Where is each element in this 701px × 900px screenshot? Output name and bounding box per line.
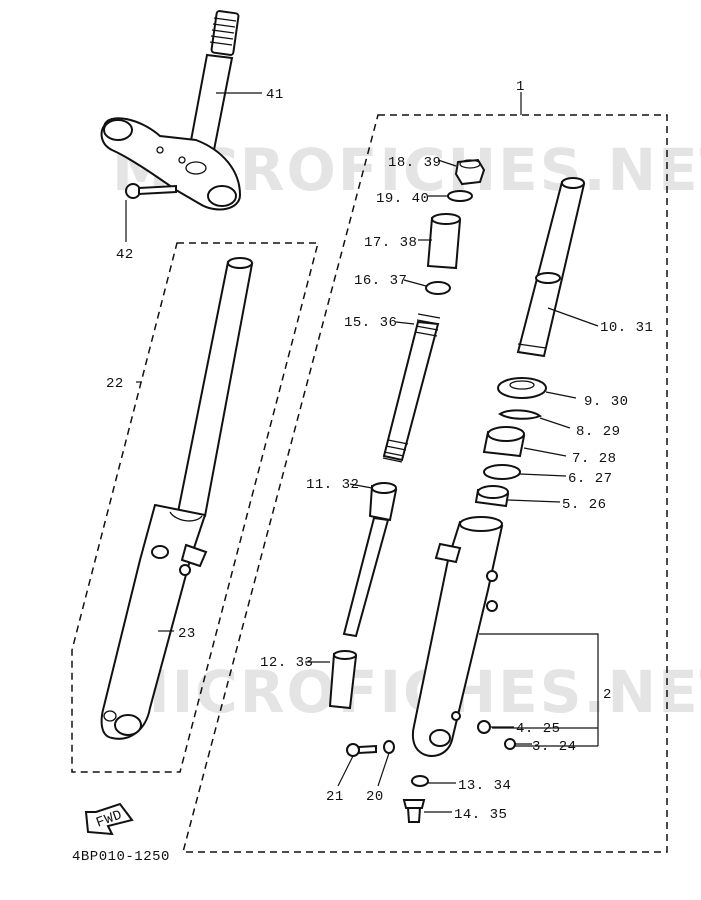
steering-stem — [100, 10, 242, 211]
callout-23: 23 — [178, 626, 196, 642]
part-15-spring — [382, 313, 441, 463]
callout-9: 9. 30 — [584, 394, 629, 410]
part-20-washer — [383, 740, 395, 754]
callout-15: 15. 36 — [344, 315, 397, 331]
callout-5: 5. 26 — [562, 497, 607, 513]
part-18-cap-bolt — [454, 158, 486, 186]
part-10-inner-tube — [516, 177, 586, 358]
callout-41: 41 — [266, 87, 284, 103]
callout-21: 21 — [326, 789, 344, 805]
callout-14: 14. 35 — [454, 807, 507, 823]
leader-lines — [125, 92, 599, 813]
part-9-dust-seal — [497, 377, 547, 399]
bracket-2 — [479, 633, 599, 747]
callout-4: 4. 25 — [516, 721, 561, 737]
part-19-o-ring — [447, 190, 473, 202]
callout-16: 16. 37 — [354, 273, 407, 289]
callout-1: 1 — [516, 79, 525, 95]
callout-42: 42 — [116, 247, 134, 263]
callout-7: 7. 28 — [572, 451, 617, 467]
part-2-outer-tube — [411, 516, 504, 757]
drawing-code: 4BP010-1250 — [72, 849, 170, 865]
part-8-clip — [498, 409, 543, 420]
fwd-arrow-icon: FWD — [84, 802, 134, 836]
part-11-damper-rod — [342, 482, 398, 638]
callout-8: 8. 29 — [576, 424, 621, 440]
part-12-oil-lock — [328, 650, 358, 710]
callout-11: 11. 32 — [306, 477, 359, 493]
callout-10: 10. 31 — [600, 320, 653, 336]
part-7-oil-seal — [482, 426, 526, 458]
callout-3: 3. 24 — [532, 739, 577, 755]
group-box-right — [182, 114, 668, 853]
fork-assembly-left — [100, 257, 254, 740]
part-3-screw — [504, 738, 516, 750]
callout-6: 6. 27 — [568, 471, 613, 487]
callout-20: 20 — [366, 789, 384, 805]
group-box-left — [71, 242, 319, 773]
part-4-cap — [477, 720, 491, 734]
callout-18: 18. 39 — [388, 155, 441, 171]
part-6-washer — [483, 464, 521, 480]
callout-22: 22 — [106, 376, 124, 392]
callout-13: 13. 34 — [458, 778, 511, 794]
part-14-bolt — [402, 799, 426, 823]
callout-19: 19. 40 — [376, 191, 429, 207]
part-21-bolt — [346, 743, 377, 757]
part-17-spacer — [426, 213, 462, 270]
part-5-bushing — [474, 485, 510, 508]
callout-17: 17. 38 — [364, 235, 417, 251]
callout-2: 2 — [603, 687, 612, 703]
callout-12: 12. 33 — [260, 655, 313, 671]
part-13-washer — [411, 775, 429, 787]
watermark-bottom: MICROFICHES.NET — [112, 658, 701, 726]
part-16-washer — [425, 281, 451, 295]
bolt-42 — [125, 183, 177, 199]
callouts: 1 41 42 18. 39 19. 40 17. 38 16. 37 15. … — [72, 79, 653, 865]
